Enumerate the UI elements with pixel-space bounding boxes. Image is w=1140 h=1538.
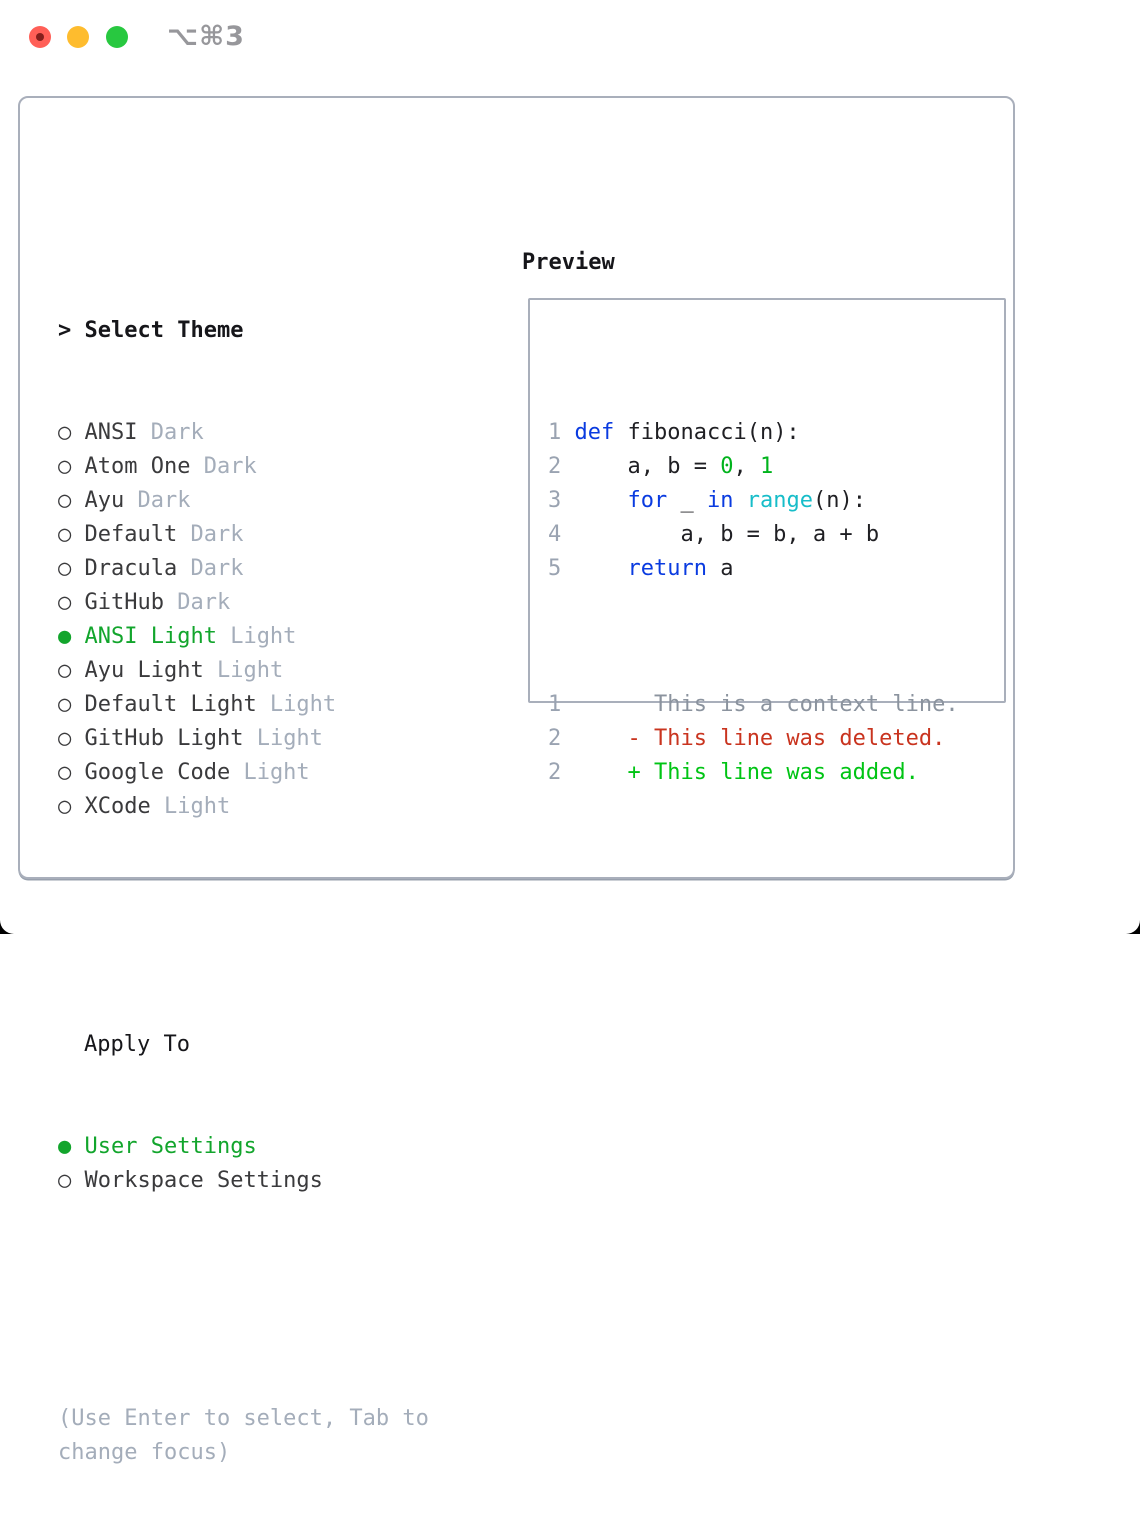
apply-to-list: ● User Settings○ Workspace Settings	[58, 1130, 429, 1198]
option-variant: Dark	[177, 522, 243, 547]
option-variant: Dark	[137, 420, 203, 445]
apply-to-section: Apply To ● User Settings○ Workspace Sett…	[58, 960, 429, 1266]
radio-icon: ○	[58, 760, 85, 785]
option-variant: Light	[243, 726, 322, 751]
radio-icon: ○	[58, 590, 85, 615]
code-line: 1 def fibonacci(n):	[548, 416, 1004, 450]
radio-icon: ○	[58, 522, 85, 547]
theme-option-ayu-light[interactable]: ○ Ayu Light Light	[58, 654, 429, 688]
theme-option-google-code[interactable]: ○ Google Code Light	[58, 756, 429, 790]
option-label: ANSI	[85, 420, 138, 445]
title-bar: ⌥⌘3	[0, 0, 1140, 75]
theme-option-ansi[interactable]: ○ ANSI Dark	[58, 416, 429, 450]
option-label: XCode	[85, 794, 151, 819]
left-column: > Select Theme ○ ANSI Dark○ Atom One Dar…	[58, 246, 429, 1538]
option-label: Default	[85, 522, 178, 547]
radio-icon: ○	[58, 1168, 85, 1193]
option-variant: Dark	[164, 590, 230, 615]
close-button[interactable]	[29, 26, 51, 48]
option-variant: Light	[151, 794, 230, 819]
apply-option-workspace-settings[interactable]: ○ Workspace Settings	[58, 1164, 429, 1198]
theme-option-default-light[interactable]: ○ Default Light Light	[58, 688, 429, 722]
zoom-button[interactable]	[106, 26, 128, 48]
option-label: ANSI Light	[85, 624, 217, 649]
code-line: 3 for _ in range(n):	[548, 484, 1004, 518]
window-title: ⌥⌘3	[167, 21, 245, 52]
diff-preview: 1 This is a context line.2 - This line w…	[548, 688, 1004, 790]
option-label: Ayu Light	[85, 658, 204, 683]
diff-line: 2 - This line was deleted.	[548, 722, 1004, 756]
option-label: GitHub Light	[85, 726, 244, 751]
option-label: Google Code	[85, 760, 231, 785]
theme-option-default[interactable]: ○ Default Dark	[58, 518, 429, 552]
code-line: 4 a, b = b, a + b	[548, 518, 1004, 552]
code-line: 5 return a	[548, 552, 1004, 586]
radio-icon: ○	[58, 454, 85, 479]
option-label: Dracula	[85, 556, 178, 581]
radio-icon: ○	[58, 556, 85, 581]
cursor-prompt-icon: >	[58, 318, 85, 343]
radio-icon: ○	[58, 488, 85, 513]
option-label: Default Light	[85, 692, 257, 717]
radio-selected-icon: ●	[58, 1134, 85, 1159]
option-variant: Light	[217, 624, 296, 649]
app-panel: > Select Theme ○ ANSI Dark○ Atom One Dar…	[18, 96, 1015, 879]
diff-line: 2 + This line was added.	[548, 756, 1004, 790]
theme-option-xcode[interactable]: ○ XCode Light	[58, 790, 429, 824]
radio-icon: ○	[58, 692, 85, 717]
theme-list: ○ ANSI Dark○ Atom One Dark○ Ayu Dark○ De…	[58, 416, 429, 824]
option-label: User Settings	[85, 1134, 257, 1159]
theme-option-ansi-light[interactable]: ● ANSI Light Light	[58, 620, 429, 654]
option-label: Workspace Settings	[85, 1168, 323, 1193]
option-label: Ayu	[85, 488, 125, 513]
theme-option-github[interactable]: ○ GitHub Dark	[58, 586, 429, 620]
radio-icon: ○	[58, 726, 85, 751]
option-variant: Dark	[124, 488, 190, 513]
code-line: 2 a, b = 0, 1	[548, 450, 1004, 484]
help-text-line: (Use Enter to select, Tab to	[58, 1402, 429, 1436]
radio-icon: ○	[58, 420, 85, 445]
theme-option-ayu[interactable]: ○ Ayu Dark	[58, 484, 429, 518]
terminal-window: ⌥⌘3 > Select Theme ○ ANSI Dark○ Atom One…	[0, 0, 1140, 934]
radio-selected-icon: ●	[58, 624, 85, 649]
diff-line: 1 This is a context line.	[548, 688, 1004, 722]
option-variant: Light	[230, 760, 309, 785]
option-variant: Dark	[190, 454, 256, 479]
preview-header: Preview	[522, 246, 615, 280]
option-label: Atom One	[85, 454, 191, 479]
theme-list-header: > Select Theme	[58, 314, 429, 348]
option-variant: Light	[204, 658, 283, 683]
apply-to-header: Apply To	[58, 1028, 429, 1062]
theme-option-dracula[interactable]: ○ Dracula Dark	[58, 552, 429, 586]
theme-option-atom-one[interactable]: ○ Atom One Dark	[58, 450, 429, 484]
help-text-line: change focus)	[58, 1436, 429, 1470]
apply-option-user-settings[interactable]: ● User Settings	[58, 1130, 429, 1164]
minimize-button[interactable]	[67, 26, 89, 48]
radio-icon: ○	[58, 794, 85, 819]
theme-option-github-light[interactable]: ○ GitHub Light Light	[58, 722, 429, 756]
option-variant: Light	[257, 692, 336, 717]
option-label: GitHub	[85, 590, 164, 615]
radio-icon: ○	[58, 658, 85, 683]
option-variant: Dark	[177, 556, 243, 581]
